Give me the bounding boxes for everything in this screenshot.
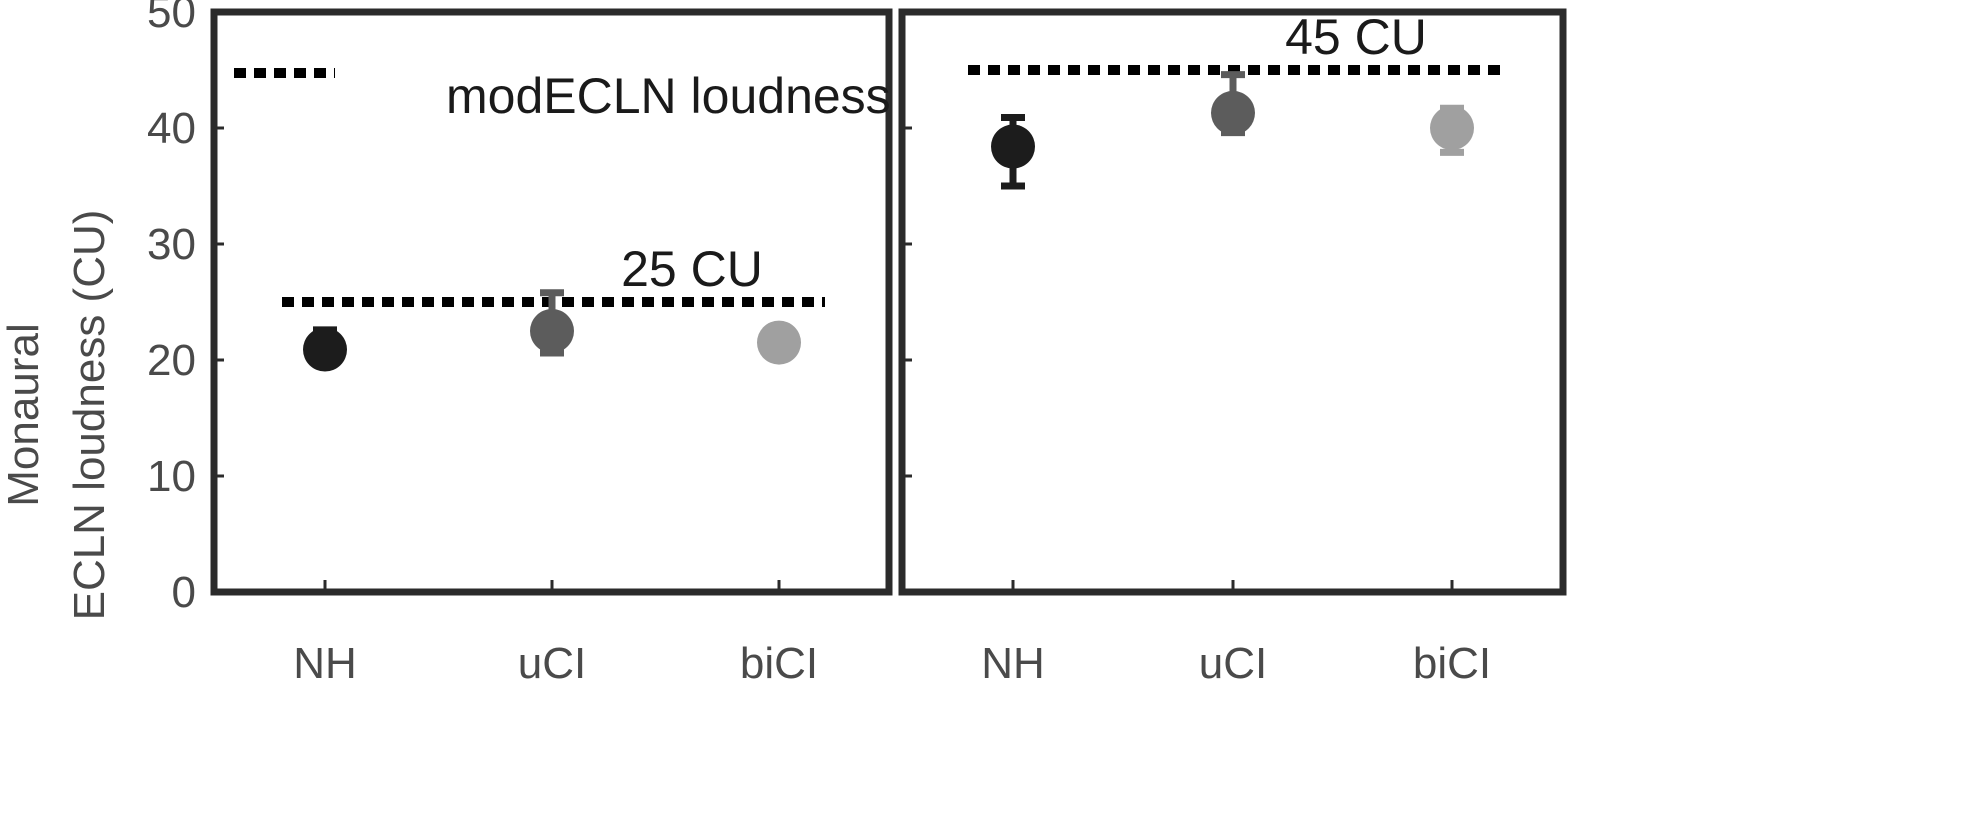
x-tick-label: uCI — [518, 639, 586, 688]
data-point — [1430, 106, 1474, 150]
legend-label: modECLN loudness — [446, 68, 891, 124]
panel-right: NH uCI biCI 45 CU — [898, 8, 1567, 688]
x-tick-label: NH — [981, 639, 1045, 688]
reference-label: 45 CU — [1285, 9, 1427, 65]
x-tick-label: biCI — [740, 639, 818, 688]
y-tick-label: 10 — [147, 452, 196, 501]
y-tick-label: 40 — [147, 104, 196, 153]
x-tick-label: NH — [293, 639, 357, 688]
data-point — [1211, 90, 1255, 135]
y-ticks: 0 10 20 30 40 50 — [147, 0, 912, 617]
data-point — [303, 327, 347, 372]
y-axis-label-line-2: ECLN loudness (CU) — [65, 210, 114, 621]
data-point — [991, 124, 1035, 169]
y-tick-label: 20 — [147, 336, 196, 385]
y-axis-label-line-1: Monaural — [0, 323, 48, 506]
x-tick-label: biCI — [1413, 639, 1491, 688]
x-tick-label: uCI — [1199, 639, 1267, 688]
data-point — [757, 320, 801, 365]
data-point — [530, 309, 574, 353]
reference-label: 25 CU — [621, 241, 763, 297]
y-tick-label: 30 — [147, 220, 196, 269]
y-tick-label: 0 — [172, 568, 196, 617]
y-tick-label: 50 — [147, 0, 196, 37]
y-axis-title: Monaural ECLN loudness (CU) — [0, 210, 114, 621]
panel-left: NH uCI biCI 25 CU — [210, 8, 893, 688]
